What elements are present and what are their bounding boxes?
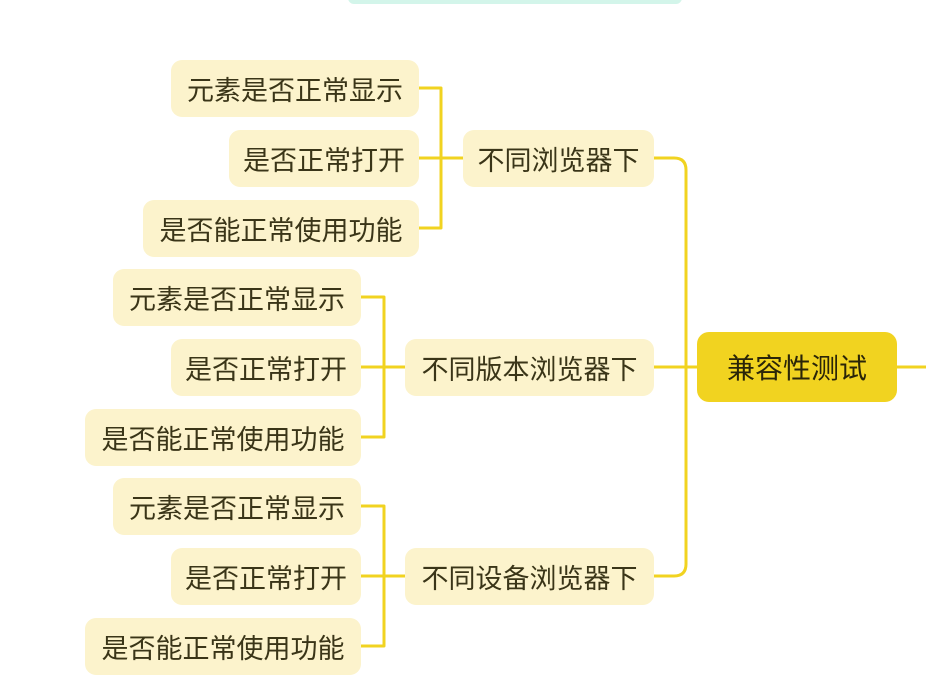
leaf-opens-normally[interactable]: 是否正常打开	[229, 130, 419, 187]
leaf-elements-display[interactable]: 元素是否正常显示	[113, 269, 361, 326]
connector-branch2-leaves	[359, 295, 407, 439]
leaf-elements-display[interactable]: 元素是否正常显示	[171, 60, 419, 117]
leaf-opens-normally[interactable]: 是否正常打开	[171, 339, 361, 396]
branch-browsers[interactable]: 不同浏览器下	[463, 130, 654, 187]
leaf-functions-work[interactable]: 是否能正常使用功能	[143, 200, 419, 257]
connector-central-branch-1	[652, 156, 699, 369]
leaf-functions-work[interactable]: 是否能正常使用功能	[85, 409, 361, 466]
leaf-elements-display[interactable]: 元素是否正常显示	[113, 478, 361, 535]
leaf-opens-normally[interactable]: 是否正常打开	[171, 548, 361, 605]
top-node-edge	[348, 0, 682, 4]
branch-device-browsers[interactable]: 不同设备浏览器下	[405, 548, 654, 605]
connector-central-branch-3	[652, 365, 688, 578]
branch-browser-versions[interactable]: 不同版本浏览器下	[405, 339, 654, 396]
connector-branch3-leaves	[359, 504, 407, 648]
central-topic[interactable]: 兼容性测试	[697, 332, 897, 402]
connector-branch1-leaves	[417, 86, 465, 230]
leaf-functions-work[interactable]: 是否能正常使用功能	[85, 618, 361, 675]
